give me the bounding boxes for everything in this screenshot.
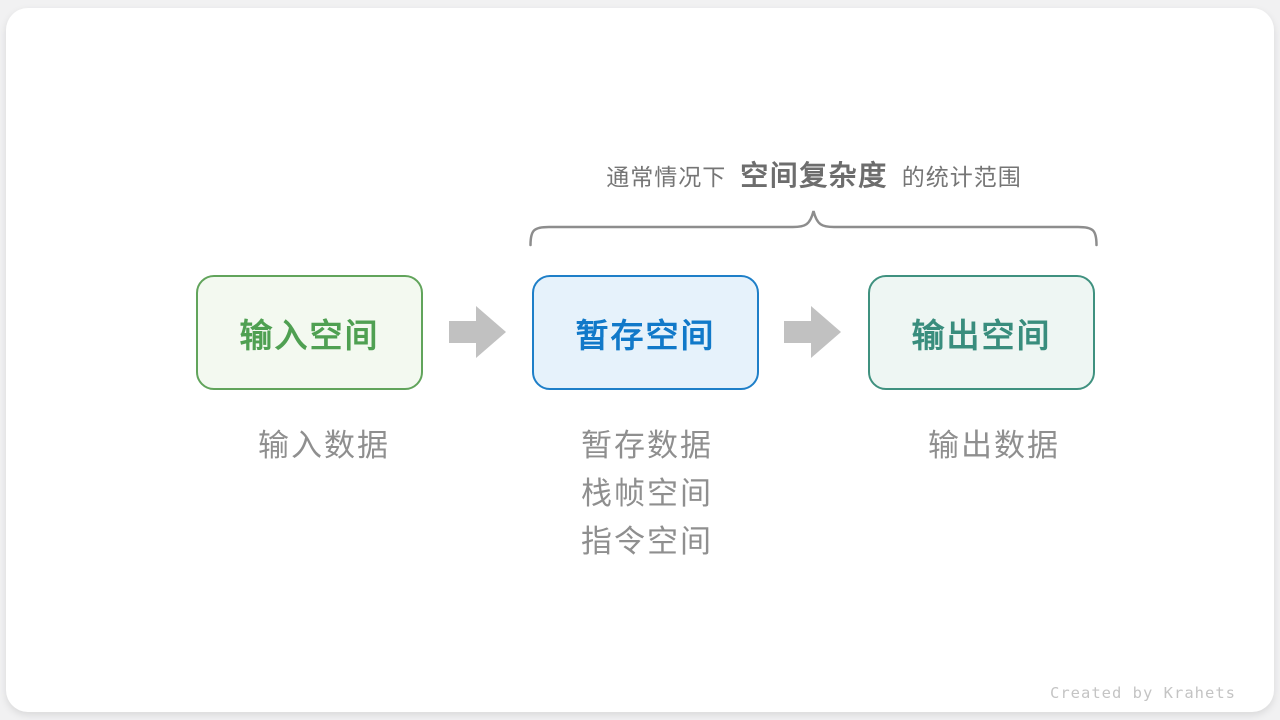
box-input-space-label: 输入空间	[239, 316, 380, 354]
caption: 通常情况下 空间复杂度 的统计范围	[606, 154, 1022, 194]
note-input-data: 输入数据	[258, 422, 390, 470]
diagram-card: 通常情况下 空间复杂度 的统计范围 输入空间 暂存空间 输出空间 输入数据 暂存…	[6, 8, 1274, 712]
box-temporary-space: 暂存空间	[532, 275, 759, 390]
caption-highlight: 空间复杂度	[740, 160, 888, 191]
arrow-right-icon	[784, 306, 841, 358]
box-output-space-label: 输出空间	[911, 316, 1052, 354]
note-temporary-items: 暂存数据 栈帧空间 指令空间	[581, 422, 713, 566]
note-line: 栈帧空间	[581, 476, 713, 511]
box-input-space: 输入空间	[196, 275, 423, 390]
box-temporary-space-label: 暂存空间	[575, 316, 716, 354]
credit-text: Created by Krahets	[1050, 684, 1236, 702]
note-line: 输入数据	[258, 428, 390, 463]
caption-prefix: 通常情况下	[606, 164, 727, 190]
note-line: 暂存数据	[581, 428, 713, 463]
note-line: 输出数据	[928, 428, 1060, 463]
curly-brace-icon	[529, 210, 1098, 247]
caption-suffix: 的统计范围	[901, 164, 1022, 190]
arrow-right-icon	[449, 306, 506, 358]
note-output-data: 输出数据	[928, 422, 1060, 470]
box-output-space: 输出空间	[868, 275, 1095, 390]
note-line: 指令空间	[581, 524, 713, 559]
